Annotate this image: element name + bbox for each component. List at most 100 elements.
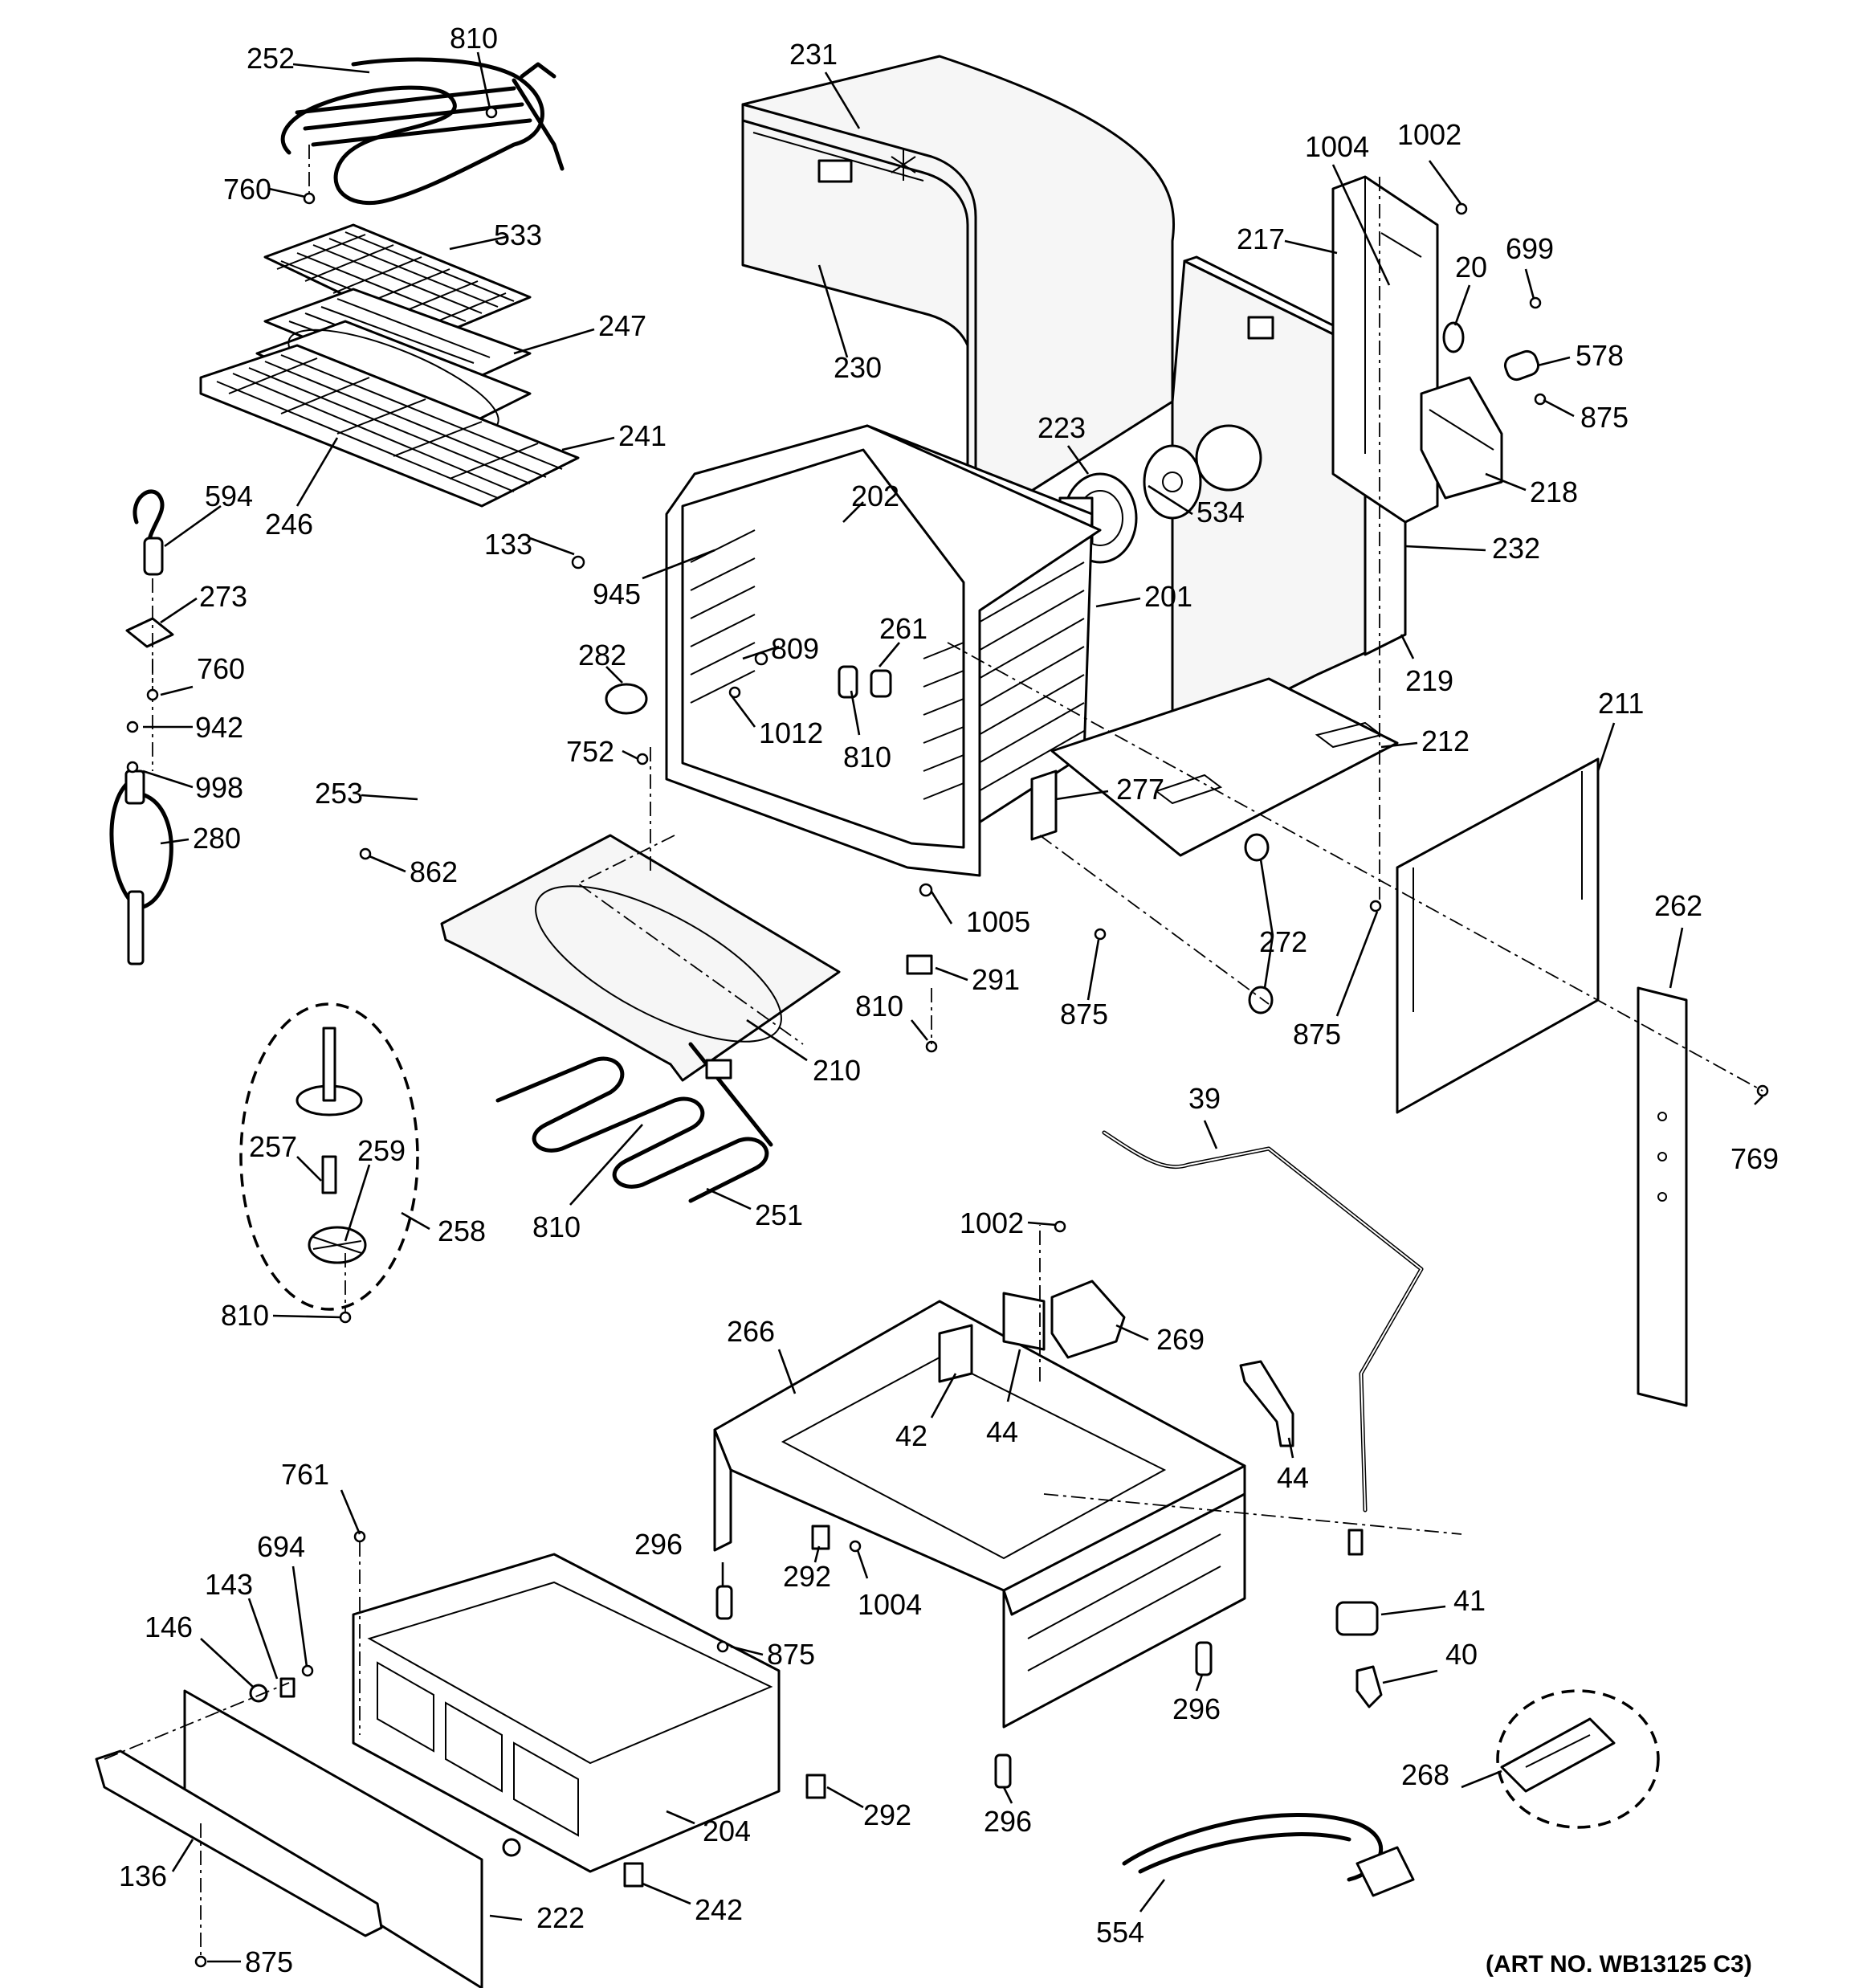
callout-230: 230 <box>834 351 882 384</box>
callout-292: 292 <box>783 1560 831 1593</box>
callout-810: 810 <box>450 22 498 55</box>
callout-810: 810 <box>532 1210 581 1243</box>
oven-sensor-594 <box>132 489 165 576</box>
callout-136: 136 <box>119 1859 167 1892</box>
callout-282: 282 <box>578 639 626 672</box>
callout-201: 201 <box>1144 580 1192 613</box>
lamp-cover-282 <box>605 683 648 715</box>
callout-40: 40 <box>1445 1638 1478 1671</box>
callout-241: 241 <box>618 419 667 452</box>
art-number: (ART NO. WB13125 C3) <box>1486 1951 1752 1978</box>
bearing-20 <box>1442 321 1465 353</box>
drawer-body-204 <box>352 1553 781 1873</box>
callout-204: 204 <box>703 1815 751 1847</box>
callout-258: 258 <box>438 1214 486 1247</box>
callout-labels: 252 810 760 533 247 241 246 594 273 760 … <box>119 22 1779 1978</box>
callout-211: 211 <box>1598 687 1644 720</box>
callout-760: 760 <box>197 652 245 685</box>
callout-760: 760 <box>223 173 271 206</box>
callout-875: 875 <box>1293 1018 1341 1051</box>
bake-element-251 <box>495 1042 773 1203</box>
callout-1004: 1004 <box>1305 130 1369 163</box>
outer-wrapper-231 <box>741 55 1176 528</box>
rear-panel-211 <box>1396 757 1600 1114</box>
side-strip-262 <box>1637 986 1688 1407</box>
callout-810: 810 <box>843 741 891 774</box>
bumper-146 <box>249 1684 521 1857</box>
callout-810: 810 <box>221 1299 269 1332</box>
callout-44: 44 <box>1277 1461 1309 1494</box>
terminal-block-268 <box>1500 1717 1616 1793</box>
callout-262: 262 <box>1654 889 1702 922</box>
callout-769: 769 <box>1731 1142 1779 1175</box>
callout-578: 578 <box>1576 339 1624 372</box>
screws <box>126 106 1769 1968</box>
regulator-41 <box>1335 1529 1379 1636</box>
callout-231: 231 <box>789 38 838 71</box>
callout-752: 752 <box>566 735 614 768</box>
callout-1012: 1012 <box>759 716 823 749</box>
side-rail-218 <box>1420 376 1503 500</box>
clip-292 <box>805 1525 830 1799</box>
callout-246: 246 <box>265 508 313 541</box>
callout-594: 594 <box>205 480 253 512</box>
callout-277: 277 <box>1116 773 1164 806</box>
callout-268: 268 <box>1401 1758 1449 1791</box>
leader-lines <box>142 51 1763 1963</box>
callout-253: 253 <box>315 777 363 810</box>
probe-280 <box>109 769 173 965</box>
callout-252: 252 <box>247 42 295 75</box>
drawer-front-222 <box>183 1689 483 1988</box>
callout-875: 875 <box>1580 401 1629 434</box>
bottom-panel-212 <box>1050 677 1399 857</box>
callout-251: 251 <box>755 1198 803 1231</box>
callout-291: 291 <box>972 963 1020 996</box>
callout-133: 133 <box>484 528 532 561</box>
callout-259: 259 <box>357 1134 406 1167</box>
guide-143 <box>279 1677 296 1698</box>
callout-292: 292 <box>863 1798 911 1831</box>
callout-218: 218 <box>1530 476 1578 508</box>
callout-273: 273 <box>199 580 247 613</box>
callout-217: 217 <box>1237 222 1285 255</box>
broil-element-252 <box>280 57 565 206</box>
sensor-mount-273 <box>125 617 174 648</box>
knob-578 <box>1503 349 1540 382</box>
callout-694: 694 <box>257 1530 305 1563</box>
callout-44: 44 <box>986 1415 1018 1448</box>
gas-tube-39 <box>1102 1130 1424 1512</box>
fan-blade-534 <box>1143 444 1202 520</box>
side-rail-217 <box>1331 175 1439 524</box>
alignment-lines <box>104 145 1763 1956</box>
bake-shield-210 <box>440 834 841 1082</box>
callout-219: 219 <box>1405 664 1453 697</box>
callout-810: 810 <box>855 990 903 1023</box>
callout-261: 261 <box>879 612 927 645</box>
callout-998: 998 <box>195 771 243 804</box>
callout-699: 699 <box>1506 232 1554 265</box>
callout-269: 269 <box>1156 1323 1205 1356</box>
callout-143: 143 <box>205 1568 253 1601</box>
bracket-42 <box>938 1324 973 1383</box>
bracket-269 <box>1050 1280 1126 1359</box>
clip-242 <box>623 1862 644 1888</box>
element-258-assembly <box>296 1027 367 1264</box>
callout-554: 554 <box>1096 1916 1144 1949</box>
callout-296: 296 <box>984 1805 1032 1838</box>
oven-rack-241 <box>199 344 580 508</box>
callout-257: 257 <box>249 1130 297 1163</box>
callout-533: 533 <box>494 218 542 251</box>
callout-296: 296 <box>1172 1692 1221 1725</box>
callout-146: 146 <box>145 1610 193 1643</box>
callout-266: 266 <box>727 1315 775 1348</box>
callout-809: 809 <box>771 632 819 665</box>
callout-272: 272 <box>1259 925 1307 958</box>
callout-945: 945 <box>593 578 641 610</box>
foot-296 <box>715 1585 1213 1789</box>
callout-232: 232 <box>1492 532 1540 565</box>
callout-41: 41 <box>1453 1584 1486 1617</box>
callout-202: 202 <box>851 480 899 512</box>
callout-42: 42 <box>895 1419 927 1452</box>
clip-291 <box>906 954 933 975</box>
